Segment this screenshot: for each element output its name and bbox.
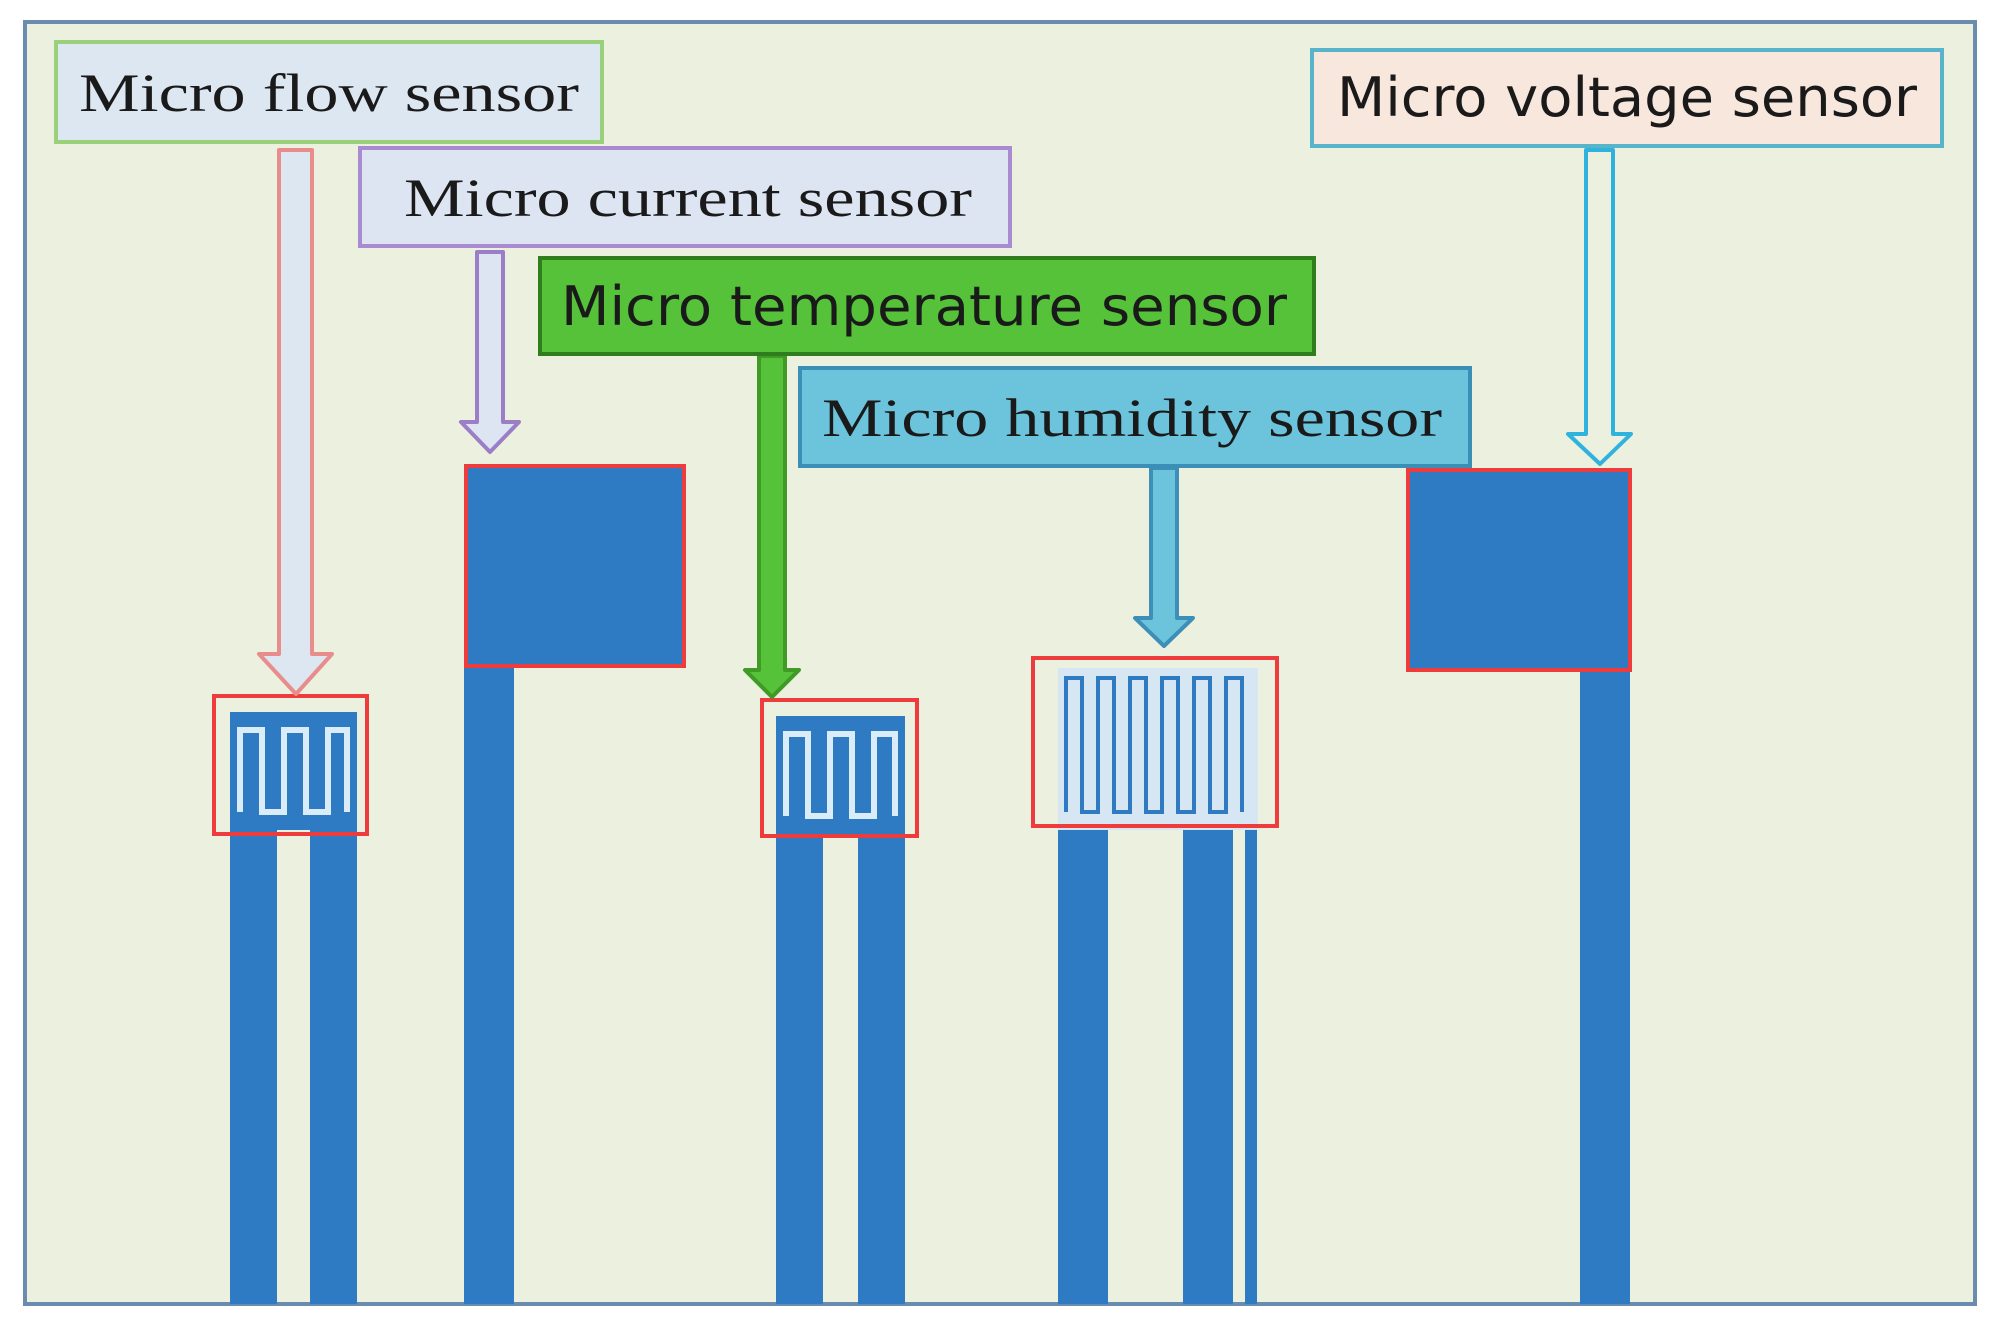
voltage-sensor-pad (1406, 468, 1632, 672)
flow-sensor-label-box (54, 40, 604, 144)
humidity-arrow (1133, 466, 1195, 648)
flow-sensor (212, 694, 369, 1304)
temperature-sensor-label: Micro temperature sensor (538, 256, 1316, 356)
current-sensor-label-text: Micro current sensor (404, 168, 972, 228)
current-sensor-label-box (358, 146, 1012, 248)
current-sensor-label: Micro current sensor (358, 146, 1012, 248)
humidity-sensor-label-box (798, 366, 1472, 468)
flow-arrow (257, 148, 334, 696)
temperature-sensor-lead-left (776, 834, 823, 1304)
voltage-sensor-label-box (1310, 48, 1944, 148)
humidity-sensor-lead-mid (1183, 830, 1233, 1304)
temperature-sensor-lead-right (858, 834, 905, 1304)
humidity-sensor-interdigitated-electrode (1064, 676, 1244, 814)
flow-sensor-lead-right (310, 830, 357, 1304)
voltage-sensor-lead (1580, 670, 1630, 1304)
flow-sensor-label: Micro flow sensor (54, 40, 604, 144)
temperature-sensor-label-box (538, 256, 1316, 356)
voltage-sensor (1406, 468, 1632, 1304)
current-sensor (464, 464, 686, 1304)
current-arrow (459, 250, 521, 454)
temperature-arrow (743, 354, 801, 699)
humidity-sensor-label-text: Micro humidity sensor (822, 388, 1442, 448)
temperature-sensor (760, 698, 919, 1304)
flow-sensor-lead-left (230, 830, 277, 1304)
temperature-sensor-highlight (760, 698, 919, 838)
current-sensor-pad (464, 464, 686, 668)
humidity-sensor-highlight (1031, 656, 1279, 828)
temperature-sensor-label-text: Micro temperature sensor (561, 275, 1288, 338)
temperature-sensor-meander (783, 731, 898, 819)
flow-sensor-label-text: Micro flow sensor (79, 63, 579, 123)
voltage-sensor-label-text: Micro voltage sensor (1337, 66, 1918, 129)
flow-sensor-meander (237, 727, 350, 815)
voltage-arrow (1566, 148, 1633, 466)
humidity-sensor-lead-left (1058, 830, 1108, 1304)
humidity-sensor-label: Micro humidity sensor (798, 366, 1472, 468)
voltage-sensor-label: Micro voltage sensor (1310, 48, 1944, 148)
humidity-sensor (1031, 656, 1279, 1304)
flow-sensor-highlight (212, 694, 369, 836)
current-sensor-lead (464, 665, 514, 1304)
